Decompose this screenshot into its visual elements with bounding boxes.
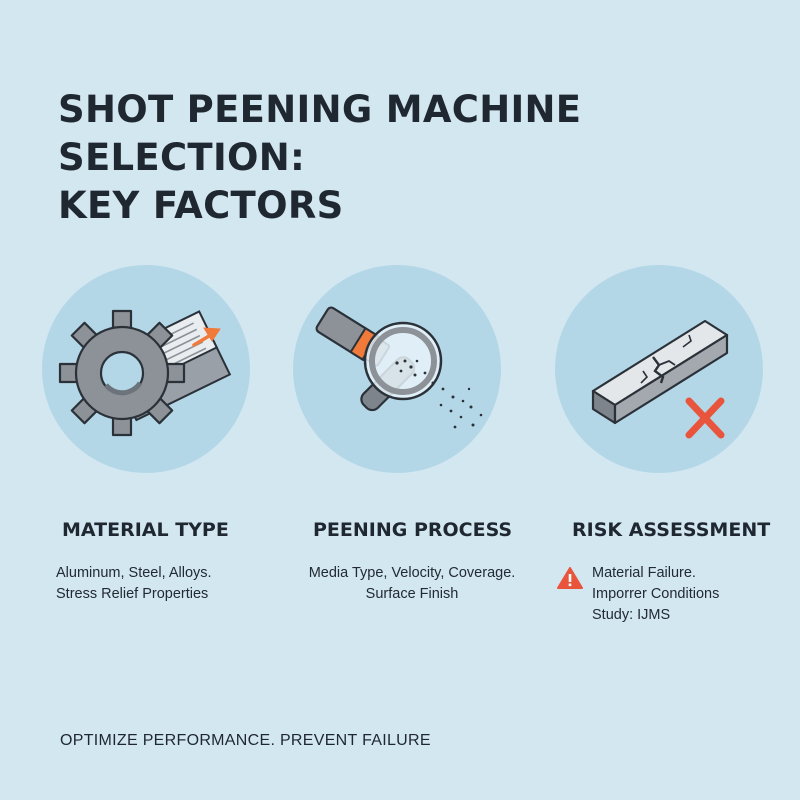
card-line: Media Type, Velocity, Coverage.	[308, 565, 516, 581]
card-line: Aluminum, Steel, Alloys.	[56, 565, 212, 581]
page-title: SHOT PEENING MACHINE SELECTION: KEY FACT…	[58, 86, 758, 230]
card-material-type: MATERIAL TYPE Aluminum, Steel, Alloys. S…	[32, 265, 268, 602]
title-line-1: SHOT PEENING MACHINE SELECTION:	[58, 88, 582, 180]
card-line: Stress Relief Properties	[56, 586, 209, 602]
card-description: Aluminum, Steel, Alloys. Stress Relief P…	[56, 563, 212, 605]
card-icon-circle	[555, 265, 763, 473]
card-heading: PEENING PROCESS	[313, 519, 513, 541]
card-line: Surface Finish	[365, 586, 459, 602]
card-description: Media Type, Velocity, Coverage. Surface …	[297, 563, 527, 605]
title-line-2: KEY FACTORS	[58, 184, 344, 228]
card-risk-assessment: RISK ASSESSMENT Material Failure. Imporr…	[545, 265, 781, 623]
cracked-beam-icon	[591, 319, 729, 439]
footer-tagline: OPTIMIZE PERFORMANCE. PREVENT FAILURE	[60, 732, 431, 749]
card-line: Imporrer Conditions	[592, 586, 720, 602]
card-line: Study: IJMS	[592, 607, 671, 623]
card-icon-circle	[42, 265, 250, 473]
card-peening-process: PEENING PROCESS Media Type, Velocity, Co…	[283, 265, 519, 602]
card-heading: RISK ASSESSMENT	[572, 519, 771, 541]
card-heading: MATERIAL TYPE	[62, 519, 229, 541]
gear-and-plate-icon	[58, 309, 232, 437]
magnifier-shot-stream-icon	[315, 306, 483, 429]
warning-icon	[557, 567, 583, 589]
card-icon-circle	[293, 265, 501, 473]
card-description: Material Failure. Imporrer Conditions St…	[592, 563, 719, 626]
card-line: Material Failure.	[592, 565, 696, 581]
